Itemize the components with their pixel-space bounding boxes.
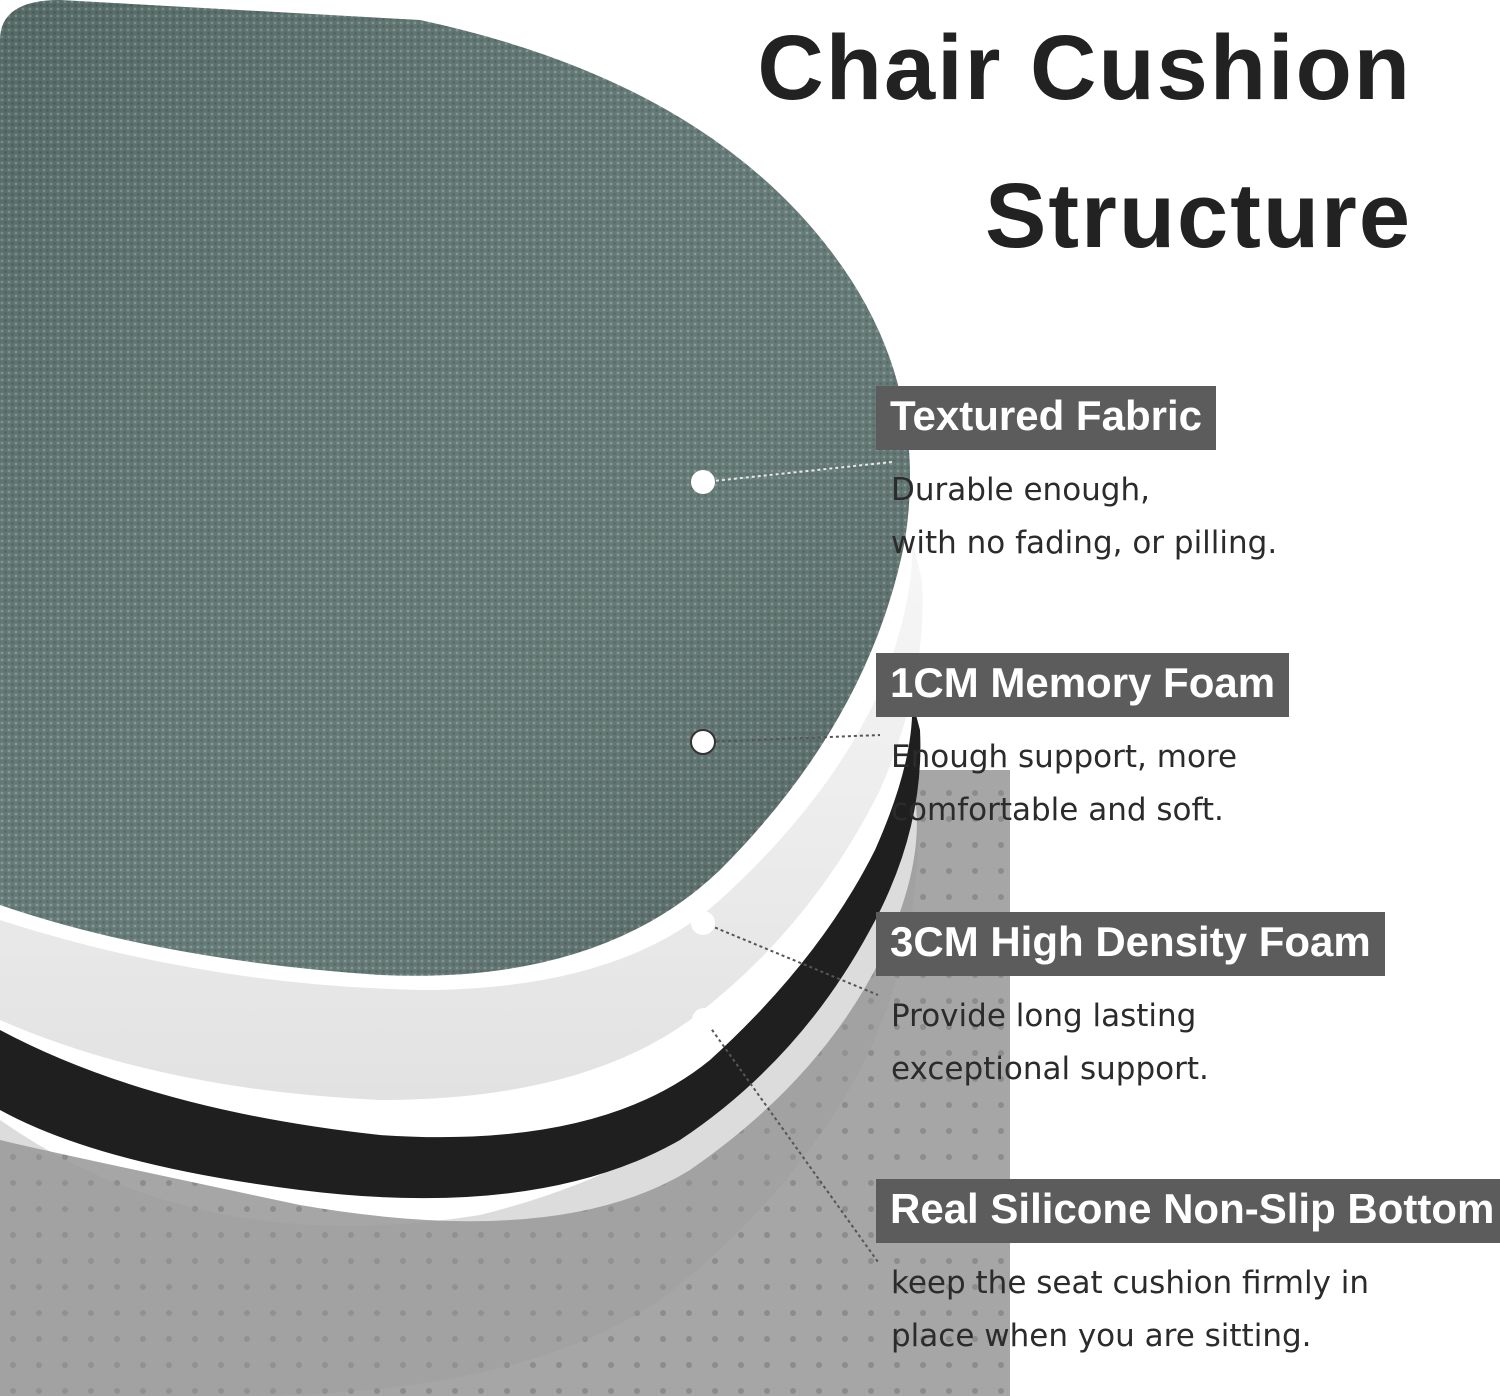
callout-silicone-bottom xyxy=(692,1008,879,1263)
feature-description: Provide long lasting exceptional support… xyxy=(891,990,1385,1096)
feature-high-density-foam: 3CM High Density Foam Provide long lasti… xyxy=(876,912,1385,1096)
feature-description: Durable enough, with no fading, or pilli… xyxy=(891,464,1277,570)
feature-description: keep the seat cushion firmly in place wh… xyxy=(891,1257,1500,1363)
callout-dot-high-density-foam xyxy=(691,911,715,935)
feature-description-line: Enough support, more xyxy=(891,739,1238,775)
feature-description-line: Durable enough, xyxy=(891,472,1150,508)
feature-textured-fabric: Textured Fabric Durable enough, with no … xyxy=(876,386,1277,570)
silicone-bottom-edge xyxy=(0,780,918,1396)
callout-dot-silicone-bottom xyxy=(692,1008,716,1032)
feature-label: 3CM High Density Foam xyxy=(876,912,1385,976)
feature-label: Textured Fabric xyxy=(876,386,1216,450)
feature-memory-foam: 1CM Memory Foam Enough support, more com… xyxy=(876,653,1290,837)
feature-description: Enough support, more comfortable and sof… xyxy=(891,731,1289,837)
feature-description-line: keep the seat cushion firmly in xyxy=(891,1265,1370,1301)
feature-description-line: exceptional support. xyxy=(891,1051,1209,1087)
callout-memory-foam xyxy=(690,729,881,755)
feature-description-line: with no fading, or pilling. xyxy=(891,525,1278,561)
feature-silicone-bottom: Real Silicone Non-Slip Bottom keep the s… xyxy=(876,1179,1500,1363)
feature-description-line: place when you are sitting. xyxy=(891,1318,1312,1354)
page-title-line-1: Chair Cushion xyxy=(757,17,1412,119)
callout-fabric xyxy=(691,461,893,494)
callout-dot-fabric xyxy=(691,470,715,494)
callout-dot-memory-foam xyxy=(690,729,716,755)
silicone-bottom-layer xyxy=(0,770,1010,1396)
feature-label: Real Silicone Non-Slip Bottom xyxy=(876,1179,1500,1243)
feature-description-line: comfortable and soft. xyxy=(891,792,1224,828)
feature-label: 1CM Memory Foam xyxy=(876,653,1290,717)
callout-high-density-foam xyxy=(691,911,879,996)
page-title-line-2: Structure xyxy=(985,165,1412,267)
fabric-shading xyxy=(0,0,910,976)
memory-foam-layer xyxy=(0,540,923,1100)
feature-description-line: Provide long lasting xyxy=(891,998,1197,1034)
